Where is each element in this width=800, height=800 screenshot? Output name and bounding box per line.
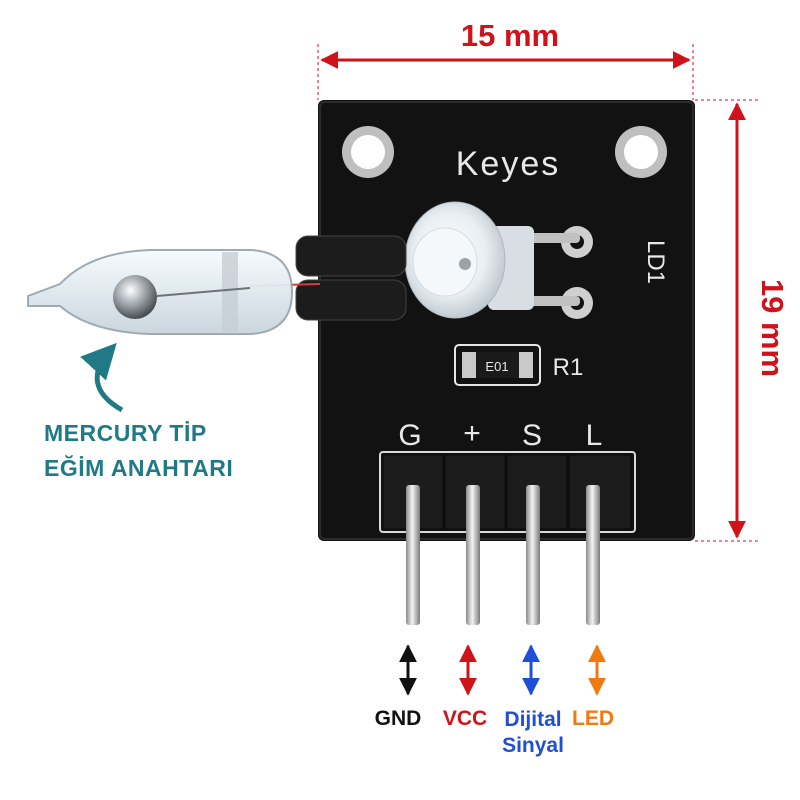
pin-label-gnd: GND: [374, 707, 422, 730]
led: [404, 201, 580, 319]
pin-label-led: LED: [572, 707, 614, 730]
header-pins: [406, 485, 600, 625]
pin-label-signal-line2: Sinyal: [502, 734, 564, 757]
component-label-line2: EĞİM ANAHTARI: [44, 455, 234, 481]
height-dimension: [695, 99, 760, 542]
pin-header: [379, 451, 636, 533]
pin-arrows: [399, 644, 606, 696]
annotation-arrow: [80, 342, 124, 413]
brand-silkscreen: Keyes: [456, 145, 561, 183]
component-label-line1: MERCURY TİP: [44, 420, 207, 446]
resistor: [454, 344, 541, 386]
width-dimension: [317, 44, 694, 100]
mercury-tilt-switch: [27, 235, 407, 335]
pin-silk-l: L: [586, 419, 603, 452]
led-silkscreen: LD1: [642, 240, 669, 284]
resistor-silkscreen: R1: [553, 354, 584, 381]
height-label: 19 mm: [755, 278, 790, 378]
pin-silk-s: S: [522, 419, 542, 452]
pin-label-vcc: VCC: [442, 707, 488, 730]
pin-label-signal-line1: Dijital: [504, 708, 562, 731]
pin-silk-g: G: [398, 419, 421, 452]
width-label: 15 mm: [460, 18, 560, 53]
resistor-code: E01: [485, 359, 508, 374]
pin-silk-plus: +: [463, 417, 481, 450]
pin-label-signal: Dijital Sinyal: [478, 707, 588, 759]
